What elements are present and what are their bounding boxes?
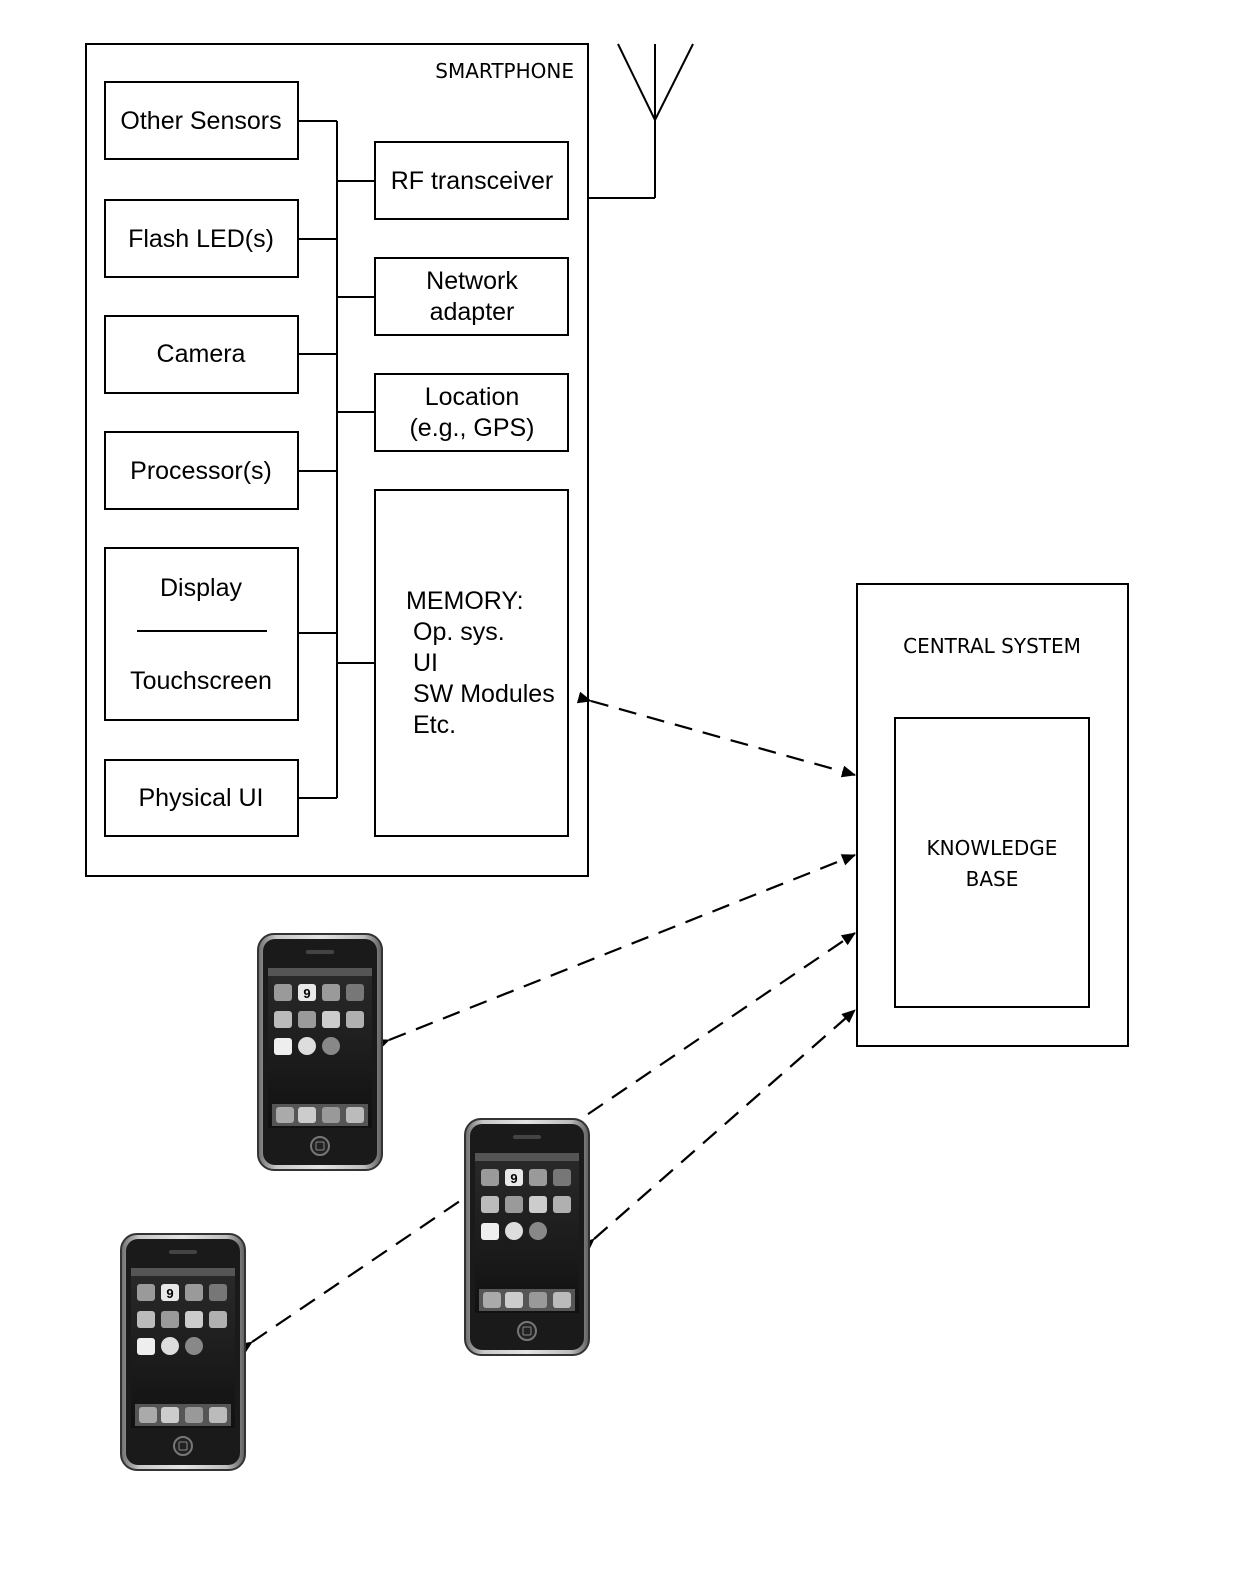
- memory-item-os: Op. sys.: [413, 618, 505, 646]
- network-adapter-label-line1: Network: [426, 267, 518, 295]
- location-block: Location (e.g., GPS): [375, 374, 568, 451]
- other-sensors-block: Other Sensors: [105, 82, 298, 159]
- link-phone-a-central: [389, 855, 855, 1040]
- network-adapter-block: Network adapter: [375, 258, 568, 335]
- knowledge-base-block: KNOWLEDGE BASE: [895, 718, 1089, 1007]
- display-label: Display: [160, 574, 242, 602]
- phone-c-image: 9: [121, 1234, 245, 1470]
- flash-leds-block: Flash LED(s): [105, 200, 298, 277]
- phone-b-image: 9: [465, 1119, 589, 1355]
- phone-b-calendar-day: 9: [510, 1171, 517, 1186]
- knowledge-base-label-line1: KNOWLEDGE: [927, 836, 1058, 860]
- touchscreen-label: Touchscreen: [130, 667, 272, 695]
- memory-item-sw-modules: SW Modules: [413, 680, 555, 708]
- rf-transceiver-block: RF transceiver: [375, 142, 568, 219]
- rf-transceiver-label: RF transceiver: [391, 167, 554, 195]
- location-label-line1: Location: [425, 383, 520, 411]
- other-sensors-label: Other Sensors: [120, 107, 281, 135]
- central-system-block: CENTRAL SYSTEM KNOWLEDGE BASE: [857, 584, 1128, 1046]
- knowledge-base-label-line2: BASE: [966, 867, 1019, 891]
- smartphone-title: SMARTPHONE: [435, 59, 574, 83]
- phone-c-calendar-day: 9: [166, 1286, 173, 1301]
- location-label-line2: (e.g., GPS): [409, 414, 534, 442]
- camera-label: Camera: [157, 340, 246, 368]
- camera-block: Camera: [105, 316, 298, 393]
- processors-block: Processor(s): [105, 432, 298, 509]
- physical-ui-label: Physical UI: [138, 784, 263, 812]
- link-smartphone-central: [591, 701, 855, 775]
- phone-a-image: 9: [258, 934, 382, 1170]
- antenna-icon: [588, 44, 693, 198]
- network-adapter-label-line2: adapter: [430, 298, 515, 326]
- processors-label: Processor(s): [130, 457, 272, 485]
- memory-label: MEMORY:: [406, 587, 524, 615]
- phone-a-calendar-day: 9: [303, 986, 310, 1001]
- physical-ui-block: Physical UI: [105, 760, 298, 836]
- display-touchscreen-block: Display Touchscreen: [105, 548, 298, 720]
- flash-leds-label: Flash LED(s): [128, 225, 274, 253]
- central-system-title: CENTRAL SYSTEM: [903, 634, 1081, 658]
- link-phone-b-central: [594, 1010, 855, 1239]
- memory-item-ui: UI: [413, 649, 438, 677]
- memory-item-etc: Etc.: [413, 711, 456, 739]
- memory-block: MEMORY: Op. sys. UI SW Modules Etc.: [375, 490, 568, 836]
